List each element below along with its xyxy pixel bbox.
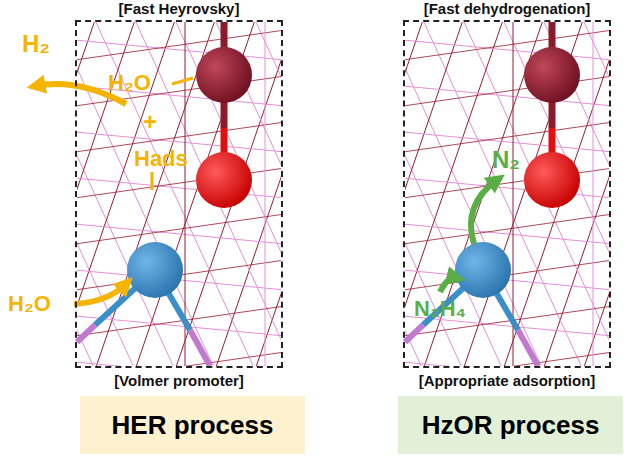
atom-sphere <box>196 47 252 103</box>
plus-sign: + <box>143 110 157 134</box>
atom-sphere <box>524 47 580 103</box>
lattice-line <box>77 40 281 60</box>
atom-sphere <box>127 242 183 298</box>
lattice-line <box>405 30 609 60</box>
lattice-line <box>593 22 594 366</box>
panel-heading: [Fast dehydrogenation] <box>385 0 629 17</box>
lattice-line <box>77 22 175 366</box>
adsorption-arrow <box>440 278 456 292</box>
atom-sphere <box>196 152 252 208</box>
lattice-lines <box>77 22 281 366</box>
structure-panel: [Fast Heyrovsky][Volmer promoter] <box>75 20 283 368</box>
lattice-line <box>255 22 281 366</box>
atom-structure <box>405 22 580 366</box>
lattice-line <box>77 214 281 244</box>
lattice-line <box>583 22 609 366</box>
lattice-line <box>185 22 186 366</box>
lattice-line <box>77 30 281 60</box>
atom-sphere <box>524 152 580 208</box>
adsorption-arrow <box>74 284 126 304</box>
lattice-line <box>77 22 95 366</box>
bond <box>518 330 538 366</box>
process-label: HER process <box>112 410 274 441</box>
panel-heading: [Fast Heyrovsky] <box>57 0 301 17</box>
lattice-line <box>77 362 281 366</box>
lattice-line <box>405 22 503 366</box>
lattice-line <box>265 22 266 366</box>
reactant-label: H₂O <box>8 293 51 315</box>
lattice-line <box>77 22 175 366</box>
release-arrow <box>471 180 497 244</box>
bond <box>77 325 95 342</box>
reactant-label: N₂H₄ <box>414 298 466 320</box>
lattice-lines <box>405 22 609 366</box>
leader-line <box>151 172 154 190</box>
lattice-line <box>405 86 609 106</box>
lattice-line <box>405 40 609 60</box>
process-box: HzOR process <box>398 396 623 454</box>
lattice-line <box>463 22 583 366</box>
atom-structure <box>77 22 252 366</box>
panel-heading: [Volmer promoter] <box>57 372 301 389</box>
leader-line <box>172 78 193 84</box>
lattice-line <box>405 22 503 366</box>
lattice-line <box>135 22 255 366</box>
species-label: H₂O <box>108 72 151 94</box>
lattice-line <box>77 352 281 366</box>
species-label: Hads <box>134 148 188 170</box>
lattice-line <box>405 352 609 366</box>
lattice-line <box>405 214 609 244</box>
lattice-line <box>77 316 281 336</box>
bond <box>405 325 423 342</box>
bond <box>190 330 210 366</box>
lattice-line <box>77 224 281 244</box>
product-label: N₂ <box>492 148 520 172</box>
process-label: HzOR process <box>422 410 600 441</box>
lattice-line <box>95 22 255 366</box>
process-box: HER process <box>80 396 305 454</box>
panel-heading: [Appropriate adsorption] <box>385 372 629 389</box>
lattice-line <box>405 224 609 244</box>
product-label: H₂ <box>22 32 50 56</box>
atom-sphere <box>455 242 511 298</box>
lattice-line <box>513 22 514 366</box>
lattice-line <box>405 362 609 366</box>
